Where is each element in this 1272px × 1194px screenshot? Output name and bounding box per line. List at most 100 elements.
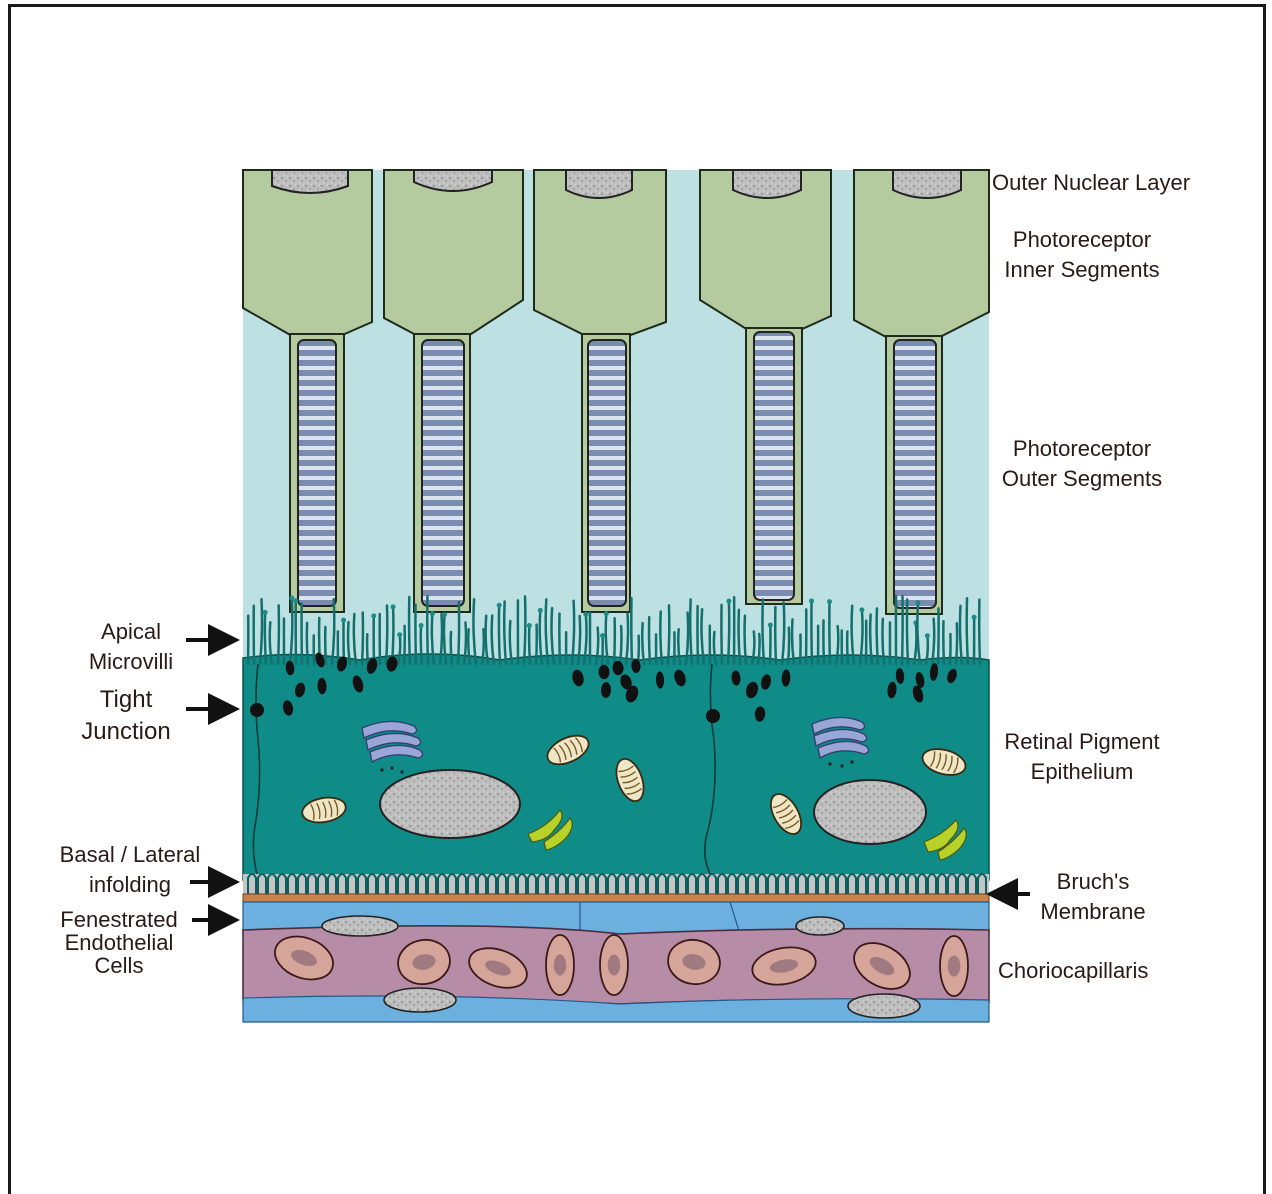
microvillus xyxy=(415,605,416,664)
microvillus xyxy=(362,612,363,664)
microvillus xyxy=(392,607,393,664)
microvillus xyxy=(697,606,698,664)
microvillus xyxy=(278,605,279,664)
inner-segment-2 xyxy=(384,170,523,336)
label-outer-nuclear-layer: Outer Nuclear Layer xyxy=(992,168,1190,198)
microvillus xyxy=(811,601,812,664)
label-line: Tight xyxy=(66,684,186,716)
microvillus xyxy=(325,627,326,664)
microvillus xyxy=(427,596,428,664)
label-line: Junction xyxy=(66,716,186,748)
microvillus-tip xyxy=(768,622,773,627)
microvillus xyxy=(739,610,740,664)
microvillus xyxy=(602,636,603,664)
microvillus-tip xyxy=(916,600,921,605)
microvillus xyxy=(614,618,615,664)
red-blood-cell xyxy=(940,936,968,996)
microvillus-tip xyxy=(391,604,396,609)
microvillus xyxy=(775,607,776,664)
microvillus xyxy=(979,600,980,664)
microvillus xyxy=(638,636,639,664)
microvillus xyxy=(386,605,387,664)
microvillus xyxy=(956,623,957,664)
label-line: Endothelial xyxy=(44,931,194,954)
microvillus xyxy=(943,621,944,664)
microvillus-tip xyxy=(859,607,864,612)
label-line: Microvilli xyxy=(66,647,196,677)
microvillus xyxy=(938,608,939,664)
microvillus xyxy=(882,619,884,664)
microvillus xyxy=(524,596,525,664)
microvillus xyxy=(529,626,530,664)
microvillus xyxy=(265,612,266,664)
microvillus-tip xyxy=(972,615,977,620)
label-inner-segments: Photoreceptor Inner Segments xyxy=(992,225,1172,284)
microvillus xyxy=(907,600,908,664)
microvillus-tip xyxy=(827,599,832,604)
microvillus-tip xyxy=(341,618,346,623)
microvillus xyxy=(745,616,746,664)
label-tight-junction: Tight Junction xyxy=(66,684,186,749)
microvillus-tip xyxy=(538,608,543,613)
microvillus xyxy=(499,605,500,664)
microvillus xyxy=(902,596,903,664)
outer-segment-2 xyxy=(422,340,464,606)
microvillus xyxy=(877,608,878,664)
label-line: Bruch's xyxy=(1030,867,1156,897)
microvillus-tip xyxy=(604,611,609,616)
microvillus xyxy=(649,617,650,664)
microvillus xyxy=(950,634,951,664)
microvillus xyxy=(404,626,405,664)
label-text: Outer Nuclear Layer xyxy=(992,168,1190,198)
label-line: Fenestrated xyxy=(44,908,194,931)
microvillus xyxy=(458,602,459,664)
microvillus-tip xyxy=(430,611,435,616)
red-blood-cell-center xyxy=(608,955,621,976)
label-line: Photoreceptor xyxy=(992,434,1172,464)
microvillus-tip xyxy=(527,623,532,628)
label-line: Apical xyxy=(66,617,196,647)
microvillus xyxy=(674,632,675,664)
label-basal-lateral-infolding: Basal / Lateral infolding xyxy=(40,840,220,899)
microvillus xyxy=(367,634,368,664)
label-line: infolding xyxy=(40,870,220,900)
inner-segment-1 xyxy=(243,170,372,336)
microvillus-tip xyxy=(583,612,588,617)
label-line: Retinal Pigment xyxy=(994,727,1170,757)
microvillus xyxy=(307,623,308,664)
microvillus-tip xyxy=(397,632,402,637)
label-line: Membrane xyxy=(1030,897,1156,927)
label-rpe: Retinal Pigment Epithelium xyxy=(994,727,1170,786)
microvillus xyxy=(559,614,560,664)
label-apical-microvilli: Apical Microvilli xyxy=(66,617,196,676)
microvillus-tip xyxy=(726,599,731,604)
microvillus-tip xyxy=(809,598,814,603)
outer-segment-5 xyxy=(894,340,936,608)
label-choriocapillaris: Choriocapillaris xyxy=(998,956,1148,986)
microvillus xyxy=(409,597,410,664)
outer-segment-3 xyxy=(588,340,626,606)
microvillus-tip xyxy=(442,612,447,617)
red-blood-cell-center xyxy=(554,955,567,976)
microvillus xyxy=(668,605,669,664)
microvillus-tip xyxy=(600,633,605,638)
label-line: Cells xyxy=(44,954,194,977)
label-line: Outer Segments xyxy=(992,464,1172,494)
microvillus xyxy=(536,625,537,664)
microvillus-tip xyxy=(419,623,424,628)
microvillus xyxy=(967,598,968,664)
microvillus xyxy=(451,632,452,664)
microvillus xyxy=(847,632,848,664)
label-line: Basal / Lateral xyxy=(40,840,220,870)
microvillus-tip xyxy=(371,613,376,618)
microvillus xyxy=(823,620,824,664)
label-bruchs-membrane: Bruch's Membrane xyxy=(1030,867,1156,926)
label-line: Epithelium xyxy=(994,757,1170,787)
outer-segment-1 xyxy=(298,340,336,606)
red-blood-cell xyxy=(546,935,574,995)
microvillus xyxy=(721,605,722,664)
microvillus xyxy=(788,628,789,664)
microvillus-tip xyxy=(497,603,502,608)
microvillus xyxy=(829,602,830,664)
microvillus-tip xyxy=(925,633,930,638)
